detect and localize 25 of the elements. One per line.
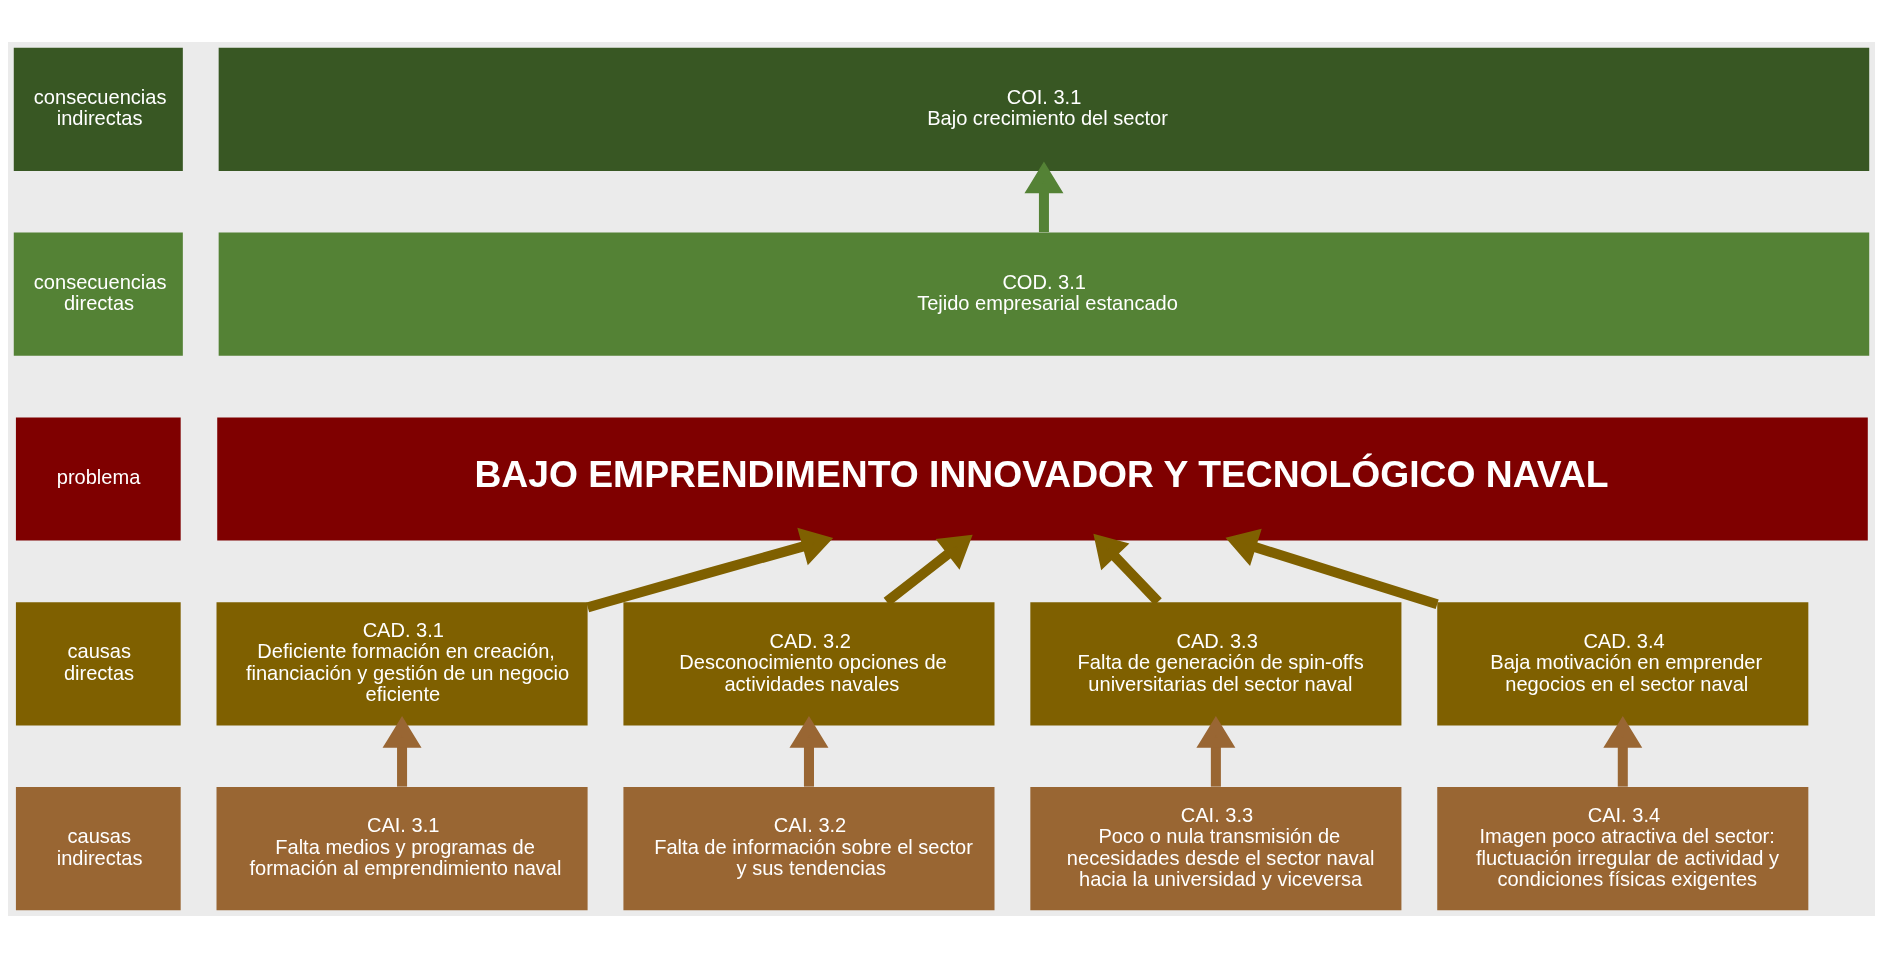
arrow (586, 527, 834, 612)
arrow (1225, 528, 1439, 609)
node-box: CAI. 3.3 Poco o nula transmisión de necesidades desde el sector naval hacia la universidad y viceversa (1030, 786, 1402, 910)
node-box: BAJO EMPRENDIMENTO INNOVADOR Y TECNOLÓGICO NAVAL (217, 416, 1868, 541)
node-box: CAD. 3.2 Desconocimiento opciones de actividades navales (623, 601, 995, 725)
arrow (1024, 161, 1064, 232)
node-box: CAI. 3.1 Falta medios y programas de formación al emprendimiento naval (216, 786, 588, 910)
node-box: COI. 3.1 Bajo crecimiento del sector (218, 47, 1870, 171)
arrow (382, 715, 422, 787)
node-box: consecuencias indirectas (13, 47, 183, 171)
node-box: causas indirectas (15, 786, 181, 910)
node-box: consecuencias directas (13, 232, 183, 356)
node-box: problema (15, 416, 181, 541)
arrow (1196, 715, 1236, 787)
node-box: CAD. 3.3 Falta de generación de spin-offs universitarias del sector naval (1030, 601, 1402, 725)
node-box: causas directas (15, 601, 181, 725)
node-box: COD. 3.1 Tejido empresarial estancado (218, 232, 1870, 356)
arrow (883, 534, 973, 606)
node-box: CAI. 3.4 Imagen poco atractiva del sector: fluctuación irregular de actividad y condiciones físicas exigentes (1437, 786, 1809, 910)
arrow (1603, 715, 1643, 787)
node-box: CAD. 3.4 Baja motivación en emprender negocios en el sector naval (1437, 601, 1809, 725)
node-box: CAI. 3.2 Falta de información sobre el sector y sus tendencias (623, 786, 995, 910)
arrow (789, 715, 829, 787)
node-box: CAD. 3.1 Deficiente formación en creación, financiación y gestión de un negocio eficiente (216, 601, 588, 725)
arrow (1093, 533, 1162, 605)
